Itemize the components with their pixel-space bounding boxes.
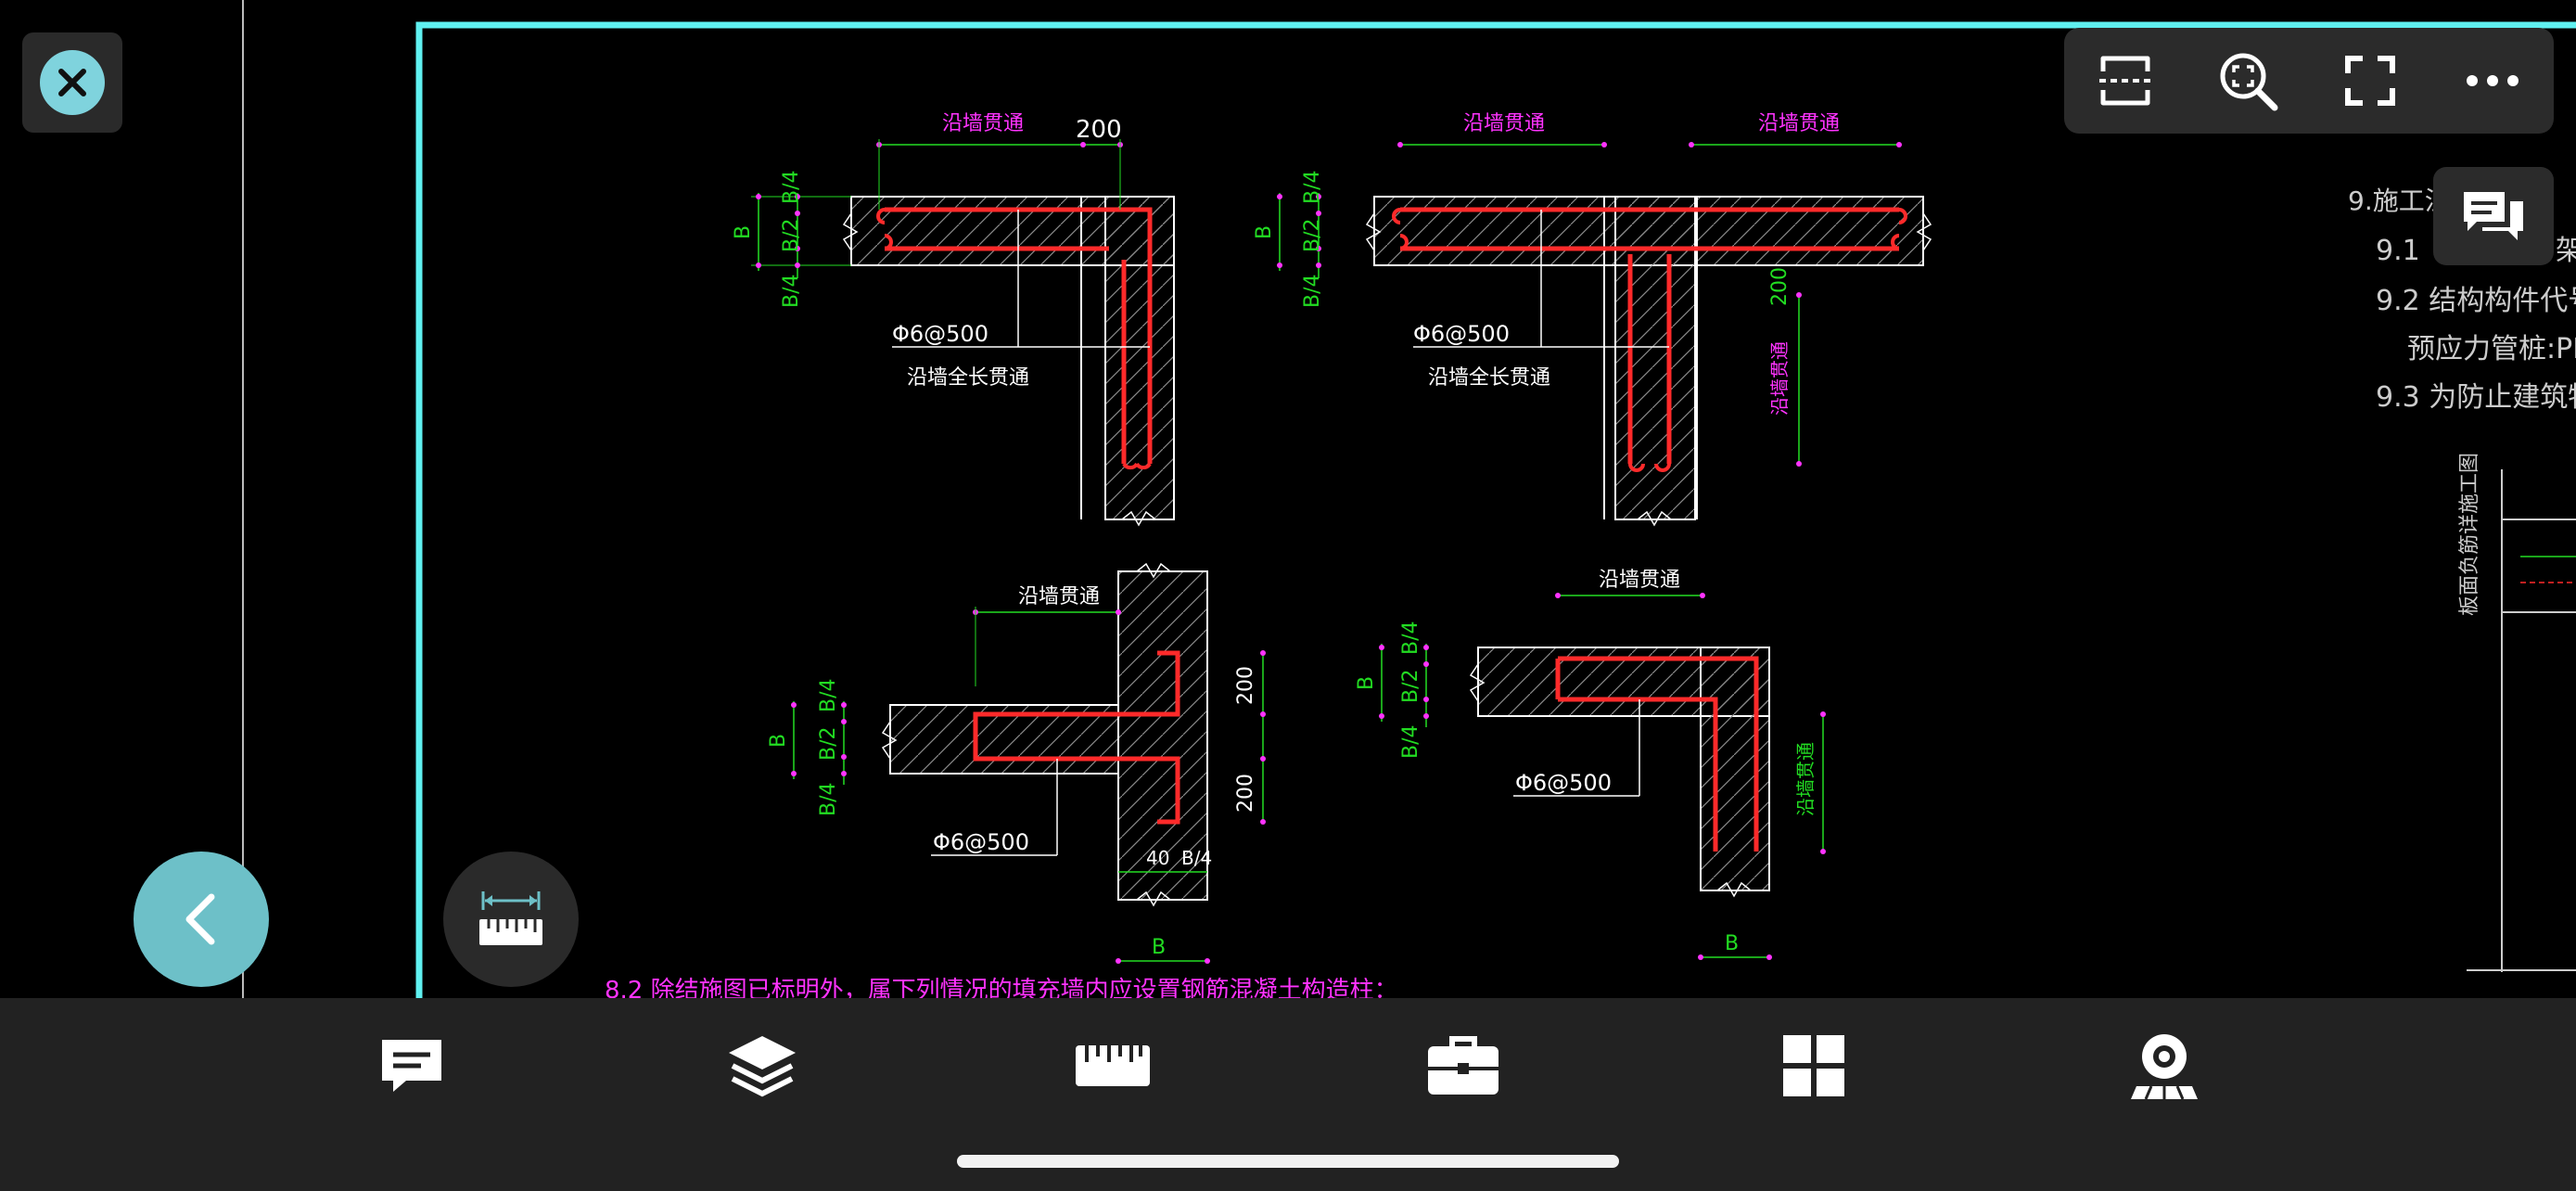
svg-text:B: B: [1725, 932, 1739, 955]
detail-t-junction: 沿墙贯通 沿墙贯通 B B/4 B/2 B/4 200 沿墙贯通 Φ6@500 …: [1253, 112, 1932, 527]
measure-button[interactable]: [443, 852, 579, 987]
home-indicator[interactable]: [957, 1155, 1619, 1168]
svg-text:预应力管桩:PH: 预应力管桩:PH: [2407, 333, 2576, 365]
svg-text:沿墙全长贯通: 沿墙全长贯通: [907, 366, 1029, 390]
svg-text:B/4: B/4: [817, 678, 840, 712]
view-toolbar: [2064, 28, 2554, 134]
svg-text:Φ6@500: Φ6@500: [1413, 321, 1510, 347]
toolbox-icon: [1428, 1036, 1498, 1095]
detail-l-corner: 沿墙贯通 200 B B/4 B/2 B/4 Φ6@500 沿墙全长贯通: [732, 112, 1175, 527]
tab-grid[interactable]: [1767, 1026, 1860, 1106]
drawing-frame: [415, 21, 2576, 998]
grid-icon: [1783, 1035, 1844, 1096]
chat-icon: [2464, 192, 2523, 240]
svg-text:B/4: B/4: [1301, 274, 1324, 308]
svg-text:9.2 结构构件代号: 9.2 结构构件代号: [2376, 285, 2576, 317]
svg-text:沿墙贯通: 沿墙贯通: [1794, 742, 1817, 816]
svg-text:200: 200: [1768, 267, 1792, 306]
tab-toolbox[interactable]: [1417, 1026, 1510, 1106]
svg-text:沿墙贯通: 沿墙贯通: [1018, 585, 1100, 608]
detail-l-corner-lower: 沿墙贯通 B B/4 B/2 B/4 沿墙贯通 B Φ6@500: [1355, 569, 1826, 960]
comment-icon: [382, 1040, 441, 1092]
svg-text:B/4: B/4: [780, 170, 803, 204]
section-button[interactable]: [2084, 39, 2167, 122]
svg-text:B: B: [767, 734, 790, 748]
svg-text:B/2: B/2: [1399, 669, 1422, 703]
back-button[interactable]: [134, 852, 269, 987]
fullscreen-button[interactable]: [2328, 39, 2412, 122]
close-button[interactable]: [22, 32, 122, 133]
tab-measure[interactable]: [1066, 1026, 1159, 1106]
svg-text:Φ6@500: Φ6@500: [933, 829, 1029, 855]
zoom-area-button[interactable]: [2206, 39, 2289, 122]
svg-text:B: B: [1253, 225, 1276, 239]
tab-comments[interactable]: [365, 1026, 458, 1106]
fullscreen-icon: [2345, 56, 2395, 106]
svg-text:9.3 为防止建筑物: 9.3 为防止建筑物: [2376, 381, 2576, 414]
svg-text:9.1: 9.1: [2376, 235, 2420, 267]
svg-text:沿墙贯通: 沿墙贯通: [942, 112, 1024, 135]
bottom-toolbar: [0, 998, 2576, 1191]
svg-text:沿墙全长贯通: 沿墙全长贯通: [1428, 366, 1550, 390]
comments-button[interactable]: [2433, 167, 2554, 265]
svg-text:200: 200: [1076, 116, 1122, 144]
view-3d-icon: [2131, 1034, 2198, 1100]
svg-text:板面负筋详施工图: 板面负筋详施工图: [2458, 453, 2481, 616]
measure-icon: [479, 891, 542, 945]
chevron-left-icon: [185, 893, 215, 945]
tab-layers[interactable]: [716, 1026, 809, 1106]
more-button[interactable]: [2451, 39, 2534, 122]
more-icon: [2467, 75, 2519, 86]
svg-text:200: 200: [1234, 774, 1257, 813]
svg-text:Φ6@500: Φ6@500: [1515, 770, 1612, 796]
svg-text:B/4: B/4: [1399, 724, 1422, 759]
svg-text:沿墙贯通: 沿墙贯通: [1758, 112, 1840, 135]
svg-text:B: B: [1152, 936, 1166, 959]
close-icon: [40, 50, 105, 115]
ruler-icon: [1076, 1045, 1150, 1086]
svg-text:B/4: B/4: [1399, 621, 1422, 655]
drawing-canvas[interactable]: 沿墙贯通 200 B B/4 B/2 B/4 Φ6@500 沿墙全长贯通: [0, 0, 2576, 998]
svg-text:B/2: B/2: [780, 218, 803, 252]
zoom-area-icon: [2220, 53, 2278, 111]
tab-3d-view[interactable]: [2118, 1026, 2211, 1106]
svg-text:B/4: B/4: [817, 782, 840, 816]
svg-text:40: 40: [1146, 847, 1169, 869]
svg-text:B: B: [1355, 676, 1378, 690]
notes-area: 9.施工注 9.1 架 9.2 结构构件代号 预应力管桩:PH 9.3 为防止建…: [605, 186, 2576, 998]
svg-text:200: 200: [1234, 666, 1257, 705]
layers-icon: [729, 1036, 796, 1097]
svg-text:沿墙贯通: 沿墙贯通: [1768, 341, 1791, 416]
svg-text:8.2 除结施图已标明外，属下列情况的填充墙内应设置钢筋混: 8.2 除结施图已标明外，属下列情况的填充墙内应设置钢筋混凝土构造柱：: [605, 977, 1398, 998]
svg-text:B/4: B/4: [1181, 847, 1212, 869]
svg-text:沿墙贯通: 沿墙贯通: [1463, 112, 1545, 135]
detail-t-junction-lower: 沿墙贯通 B B/4 B/2 B/4 200 200 40 B/4 B Φ6@5…: [767, 562, 1266, 964]
svg-text:B/4: B/4: [1301, 170, 1324, 204]
svg-text:B/2: B/2: [1301, 218, 1324, 252]
section-icon: [2099, 56, 2151, 106]
svg-text:架: 架: [2556, 235, 2576, 267]
svg-text:B/4: B/4: [780, 274, 803, 308]
svg-text:B: B: [732, 225, 755, 239]
svg-text:沿墙贯通: 沿墙贯通: [1599, 569, 1680, 592]
svg-text:B/2: B/2: [817, 726, 840, 761]
svg-text:Φ6@500: Φ6@500: [892, 321, 988, 347]
